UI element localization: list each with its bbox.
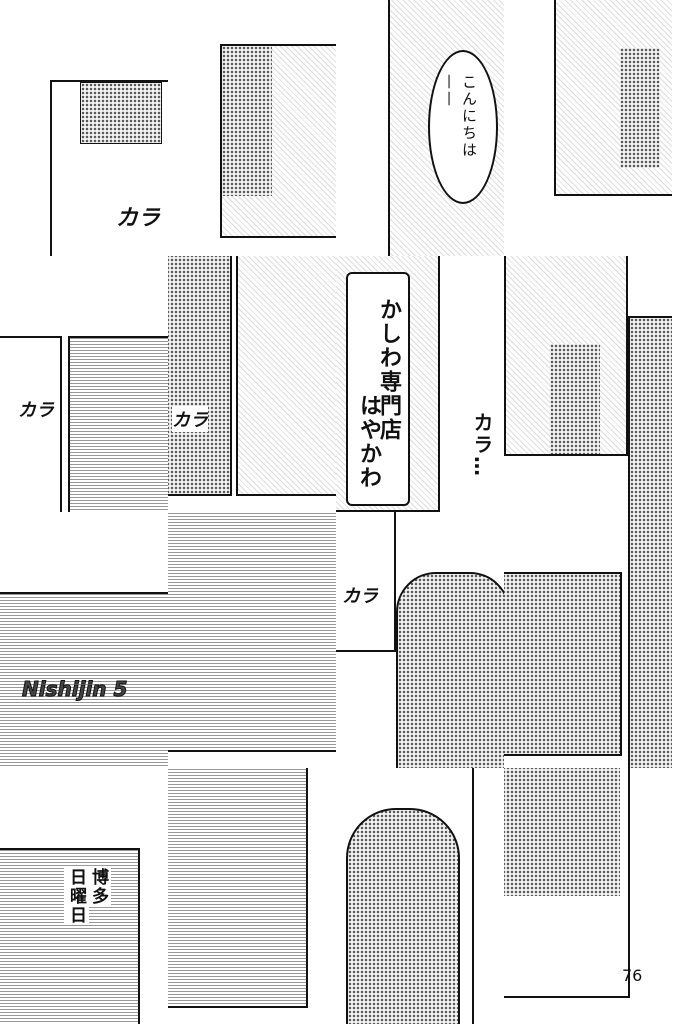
sound-effect: カラ… (470, 412, 494, 478)
sound-effect: カラ (342, 582, 378, 608)
shopping-cart (628, 316, 672, 512)
panel (504, 768, 630, 998)
shopping-cart (80, 82, 162, 144)
arch-sign: Nishijin 5 (21, 677, 128, 702)
panel (168, 256, 232, 496)
tile-cart-wheels: カラ (0, 0, 168, 256)
hakata-sign-line2: 日曜日 (64, 868, 89, 925)
panel (220, 44, 336, 238)
tile-feet (168, 0, 336, 256)
tile-street-2 (168, 768, 336, 1024)
tile-arch: Nishijin 5 (0, 512, 168, 768)
old-woman (396, 572, 504, 768)
panel (236, 256, 336, 496)
shop-sign: かしわ専門店 はやかわ (346, 272, 410, 506)
panel-border (472, 768, 474, 1024)
panel (168, 512, 336, 752)
sound-effect: カラ (18, 400, 54, 421)
panel (628, 512, 672, 768)
panel (50, 80, 168, 256)
tile-greeting: こんにちは—— (336, 0, 504, 256)
tile-shop-sign: かしわ専門店 はやかわ カラ… (336, 256, 504, 512)
shopping-cart (222, 46, 272, 196)
tile-shop-interior (504, 0, 672, 256)
panel (0, 592, 168, 768)
shop-sign-line2: はやかわ (356, 394, 381, 490)
sound-effect: カラ (116, 206, 161, 231)
panel (554, 0, 672, 196)
hakata-sign-line1: 博多 (86, 868, 111, 906)
shopping-cart (504, 572, 622, 756)
panel (0, 336, 62, 512)
panel (168, 768, 308, 1008)
speech-text: こんにちは—— (441, 74, 478, 159)
tile-cart (504, 512, 672, 768)
page-number: 76 (622, 966, 643, 985)
speech-bubble: こんにちは—— (428, 50, 498, 204)
tile-woman-back (336, 768, 504, 1024)
shop-sign-line1: かしわ専門店 (376, 298, 401, 442)
tile-street: カラ (168, 256, 336, 512)
tile-hakata: 博多 日曜日 (0, 768, 168, 1024)
skirt (504, 768, 620, 896)
person (550, 344, 600, 454)
tile-legs: 76 (504, 768, 672, 1024)
old-woman (346, 808, 460, 1024)
tile-old-woman: カラ (336, 512, 504, 768)
tile-kara: カラ (0, 256, 168, 512)
panel (68, 336, 168, 512)
person (620, 48, 660, 168)
tile-shopper (504, 256, 672, 512)
sound-effect: カラ (172, 406, 208, 432)
tile-arcade (168, 512, 336, 768)
panel (504, 256, 628, 456)
